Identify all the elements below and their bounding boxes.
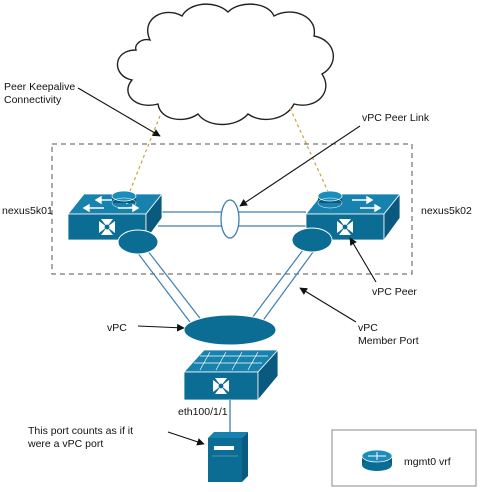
arrow-peer-link [239,125,361,207]
label-legend-mgmt: mgmt0 vrf [404,456,451,468]
arrow-vpc [137,323,185,332]
label-eth-port: eth100/1/1 [178,406,228,418]
label-vpc-peer-link: vPC Peer Link [362,112,430,124]
switch-icon [305,190,401,242]
label-peer-keepalive-1: Peer Keepalive [4,81,75,93]
label-port-note-2: were a vPC port [27,438,103,450]
keepalive-link-left [127,115,161,197]
cloud-icon [116,3,335,126]
label-switch-right: nexus5k02 [421,205,472,217]
router-icon [361,449,393,471]
label-vpc-peer: vPC Peer [372,286,417,298]
label-member-port-1: vPC [358,322,378,334]
label-peer-keepalive-2: Connectivity [4,94,62,106]
arrow-vpc-peer [349,237,377,283]
router-icon [317,190,343,209]
label-switch-left: nexus5k01 [2,205,53,217]
peer-link-bundle [220,199,240,239]
arrow-port-note [167,431,205,446]
legend-box [331,429,477,487]
arrow-keepalive [77,87,161,137]
server-icon [208,432,248,482]
vpc-member-links [133,245,317,331]
label-member-port-2: Member Port [358,335,419,347]
router-icon [111,190,137,209]
vpc-domain-box [51,143,413,275]
arrow-member-port [299,287,357,323]
label-port-note-1: This port counts as if it [28,425,133,437]
keepalive-link-right [289,107,331,197]
fabric-extender-icon [183,348,279,402]
vpc-port-channel [183,314,277,346]
peer-port-left [117,229,159,255]
label-vpc: vPC [107,322,127,334]
peer-port-right [291,227,333,253]
